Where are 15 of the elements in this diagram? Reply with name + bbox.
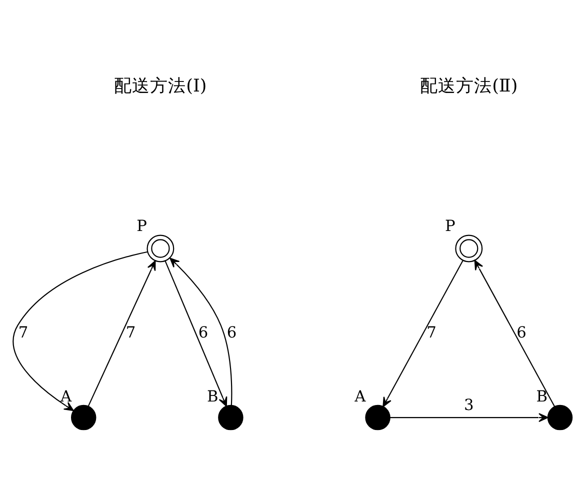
edge-label: 3 [464, 396, 474, 414]
edge-label: 7 [426, 324, 436, 342]
edge-label: 6 [516, 324, 526, 342]
edge-label: 7 [18, 324, 28, 342]
label: 配送方法(Ⅱ) [420, 76, 518, 96]
node-label: P [445, 217, 456, 236]
label: 配送方法(Ⅰ) [114, 76, 207, 96]
node-label: B [206, 387, 218, 406]
edge-label: 7 [126, 324, 136, 342]
edge-label: 6 [226, 324, 237, 342]
edge-label: 6 [198, 324, 208, 342]
node-label: P [136, 217, 147, 236]
node-label: A [60, 387, 72, 406]
node-label: A [354, 387, 366, 406]
node-label: B [536, 387, 548, 406]
